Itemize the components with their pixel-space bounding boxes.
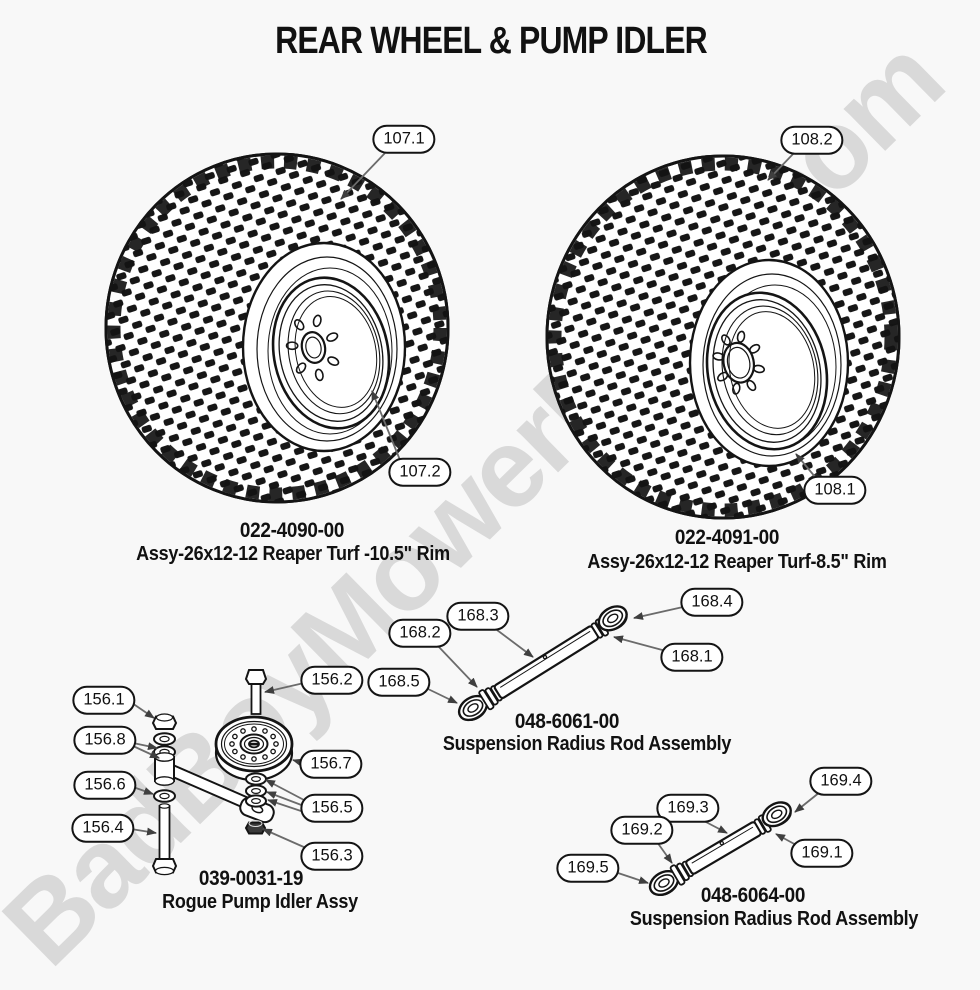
radius-rod-1-drawing	[457, 605, 628, 722]
radius-rod-1-part-number: 048-6061-00	[514, 710, 620, 733]
callout-156-8[interactable]: 156.8	[73, 725, 137, 755]
callout-169-4[interactable]: 169.4	[809, 766, 873, 796]
wheel-left-drawing	[104, 152, 450, 504]
pump-idler-description: Rogue Pump Idler Assy	[162, 891, 358, 913]
callout-156-1[interactable]: 156.1	[72, 685, 136, 715]
callout-169-1[interactable]: 169.1	[790, 838, 854, 868]
callout-156-7[interactable]: 156.7	[299, 749, 363, 779]
callout-168-3[interactable]: 168.3	[446, 601, 510, 631]
wheel-right-drawing	[545, 154, 901, 520]
callout-107-2[interactable]: 107.2	[388, 457, 452, 487]
radius-rod-2-drawing	[648, 801, 792, 897]
callout-169-2[interactable]: 169.2	[610, 815, 674, 845]
wheel-right-part-number: 022-4091-00	[674, 526, 780, 549]
radius-rod-1-description: Suspension Radius Rod Assembly	[442, 733, 732, 755]
callout-156-5[interactable]: 156.5	[300, 793, 364, 823]
page-title: REAR WHEEL & PUMP IDLER	[275, 20, 708, 62]
callout-156-4[interactable]: 156.4	[71, 813, 135, 843]
wheel-right-description: Assy-26x12-12 Reaper Turf-8.5" Rim	[587, 551, 887, 573]
callout-156-2[interactable]: 156.2	[300, 665, 364, 695]
radius-rod-2-part-number: 048-6064-00	[700, 884, 806, 907]
wheel-left-description: Assy-26x12-12 Reaper Turf -10.5" Rim	[136, 543, 450, 565]
callout-107-1[interactable]: 107.1	[372, 124, 436, 154]
callout-156-3[interactable]: 156.3	[300, 841, 364, 871]
radius-rod-2-description: Suspension Radius Rod Assembly	[629, 908, 919, 930]
pump-idler-drawing	[151, 669, 294, 876]
pump-idler-part-number: 039-0031-19	[198, 867, 304, 890]
wheel-left-part-number: 022-4090-00	[239, 519, 345, 542]
callout-108-2[interactable]: 108.2	[780, 125, 844, 155]
callout-108-1[interactable]: 108.1	[803, 475, 867, 505]
callout-168-4[interactable]: 168.4	[680, 587, 744, 617]
callout-168-1[interactable]: 168.1	[660, 642, 724, 672]
callout-168-5[interactable]: 168.5	[367, 667, 431, 697]
callout-156-6[interactable]: 156.6	[73, 770, 137, 800]
callout-169-5[interactable]: 169.5	[556, 853, 620, 883]
callout-168-2[interactable]: 168.2	[388, 618, 452, 648]
